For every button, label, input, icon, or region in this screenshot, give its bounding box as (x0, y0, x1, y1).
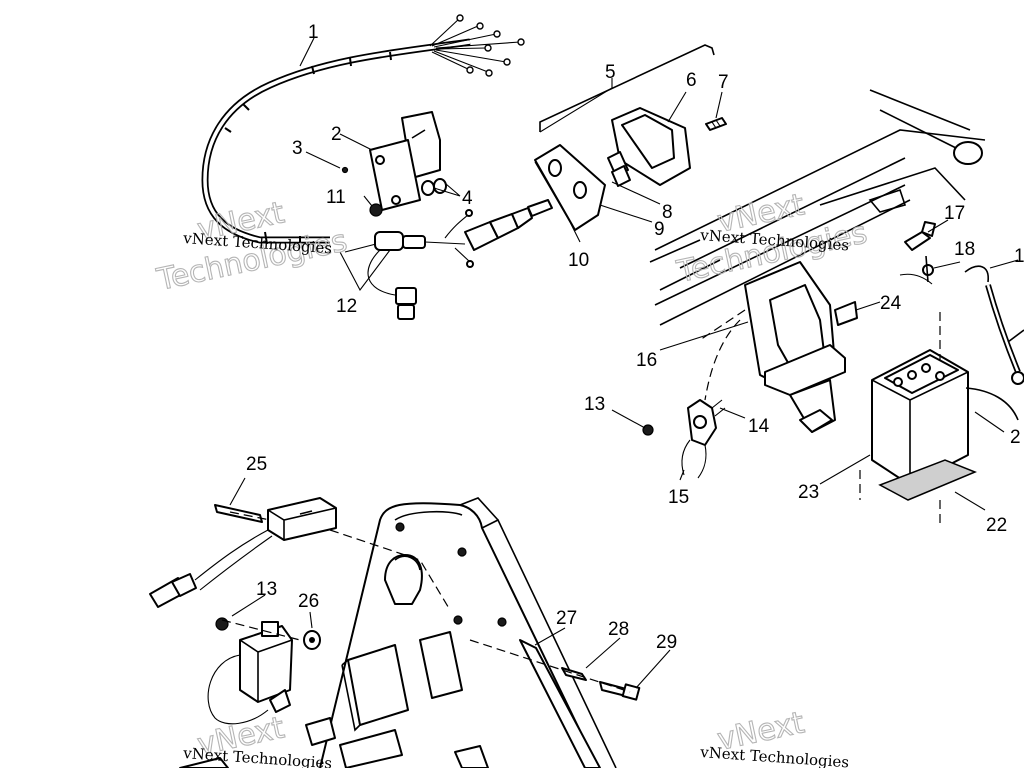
callout-10: 10 (568, 250, 589, 271)
frame (649, 89, 986, 326)
ignition-coil (207, 617, 321, 725)
callout-1: 1 (308, 22, 319, 43)
callout-13-top: 13 (584, 394, 605, 415)
callout-14: 14 (748, 416, 770, 437)
callout-21: 2 (1010, 427, 1021, 448)
callout-12: 12 (336, 296, 357, 317)
cdi-box (149, 497, 337, 608)
callout-17: 17 (944, 203, 965, 224)
starter-relay (642, 399, 726, 479)
callout-9: 9 (654, 219, 665, 240)
callout-26: 26 (298, 591, 319, 612)
callout-23: 23 (798, 482, 819, 503)
callout-22: 22 (986, 515, 1007, 536)
callout-5: 5 (605, 62, 616, 83)
tail-light-assembly (534, 44, 727, 231)
vent-tube (904, 221, 936, 251)
callout-11: 11 (326, 187, 346, 208)
bolt-18 (899, 255, 934, 285)
callout-19: 1 (1014, 246, 1024, 267)
callout-13-bottom: 13 (256, 579, 277, 600)
mounting-plate (179, 497, 617, 768)
leader-lines (229, 37, 1019, 689)
callout-24: 24 (880, 293, 902, 314)
wiring-harness (201, 14, 553, 320)
battery-box (744, 261, 858, 433)
callout-3: 3 (292, 138, 303, 159)
battery-cable (964, 265, 1024, 421)
callout-6: 6 (686, 70, 697, 91)
callout-labels: 1 2 3 4 5 6 7 8 9 10 11 12 13 13 14 15 1… (246, 22, 1024, 653)
callout-28: 28 (608, 619, 629, 640)
watermark-small: vNext Technologies (699, 743, 850, 768)
callout-29: 29 (656, 632, 677, 653)
callout-15: 15 (668, 487, 689, 508)
callout-16: 16 (636, 350, 657, 371)
bolts-27-29 (469, 639, 641, 768)
washers (341, 166, 447, 217)
callout-18: 18 (954, 239, 975, 260)
callout-2: 2 (331, 124, 342, 145)
mounting-bracket (369, 111, 441, 211)
battery (859, 312, 977, 525)
callout-8: 8 (662, 202, 673, 223)
watermark-bottom-right: vNext vNext Technologies (699, 705, 850, 768)
callout-4: 4 (462, 188, 473, 209)
callout-27: 27 (556, 608, 577, 629)
callout-25: 25 (246, 454, 267, 475)
watermark-top-left: vNext Technologies vNext Technologies (153, 195, 351, 299)
callout-7: 7 (718, 72, 729, 93)
